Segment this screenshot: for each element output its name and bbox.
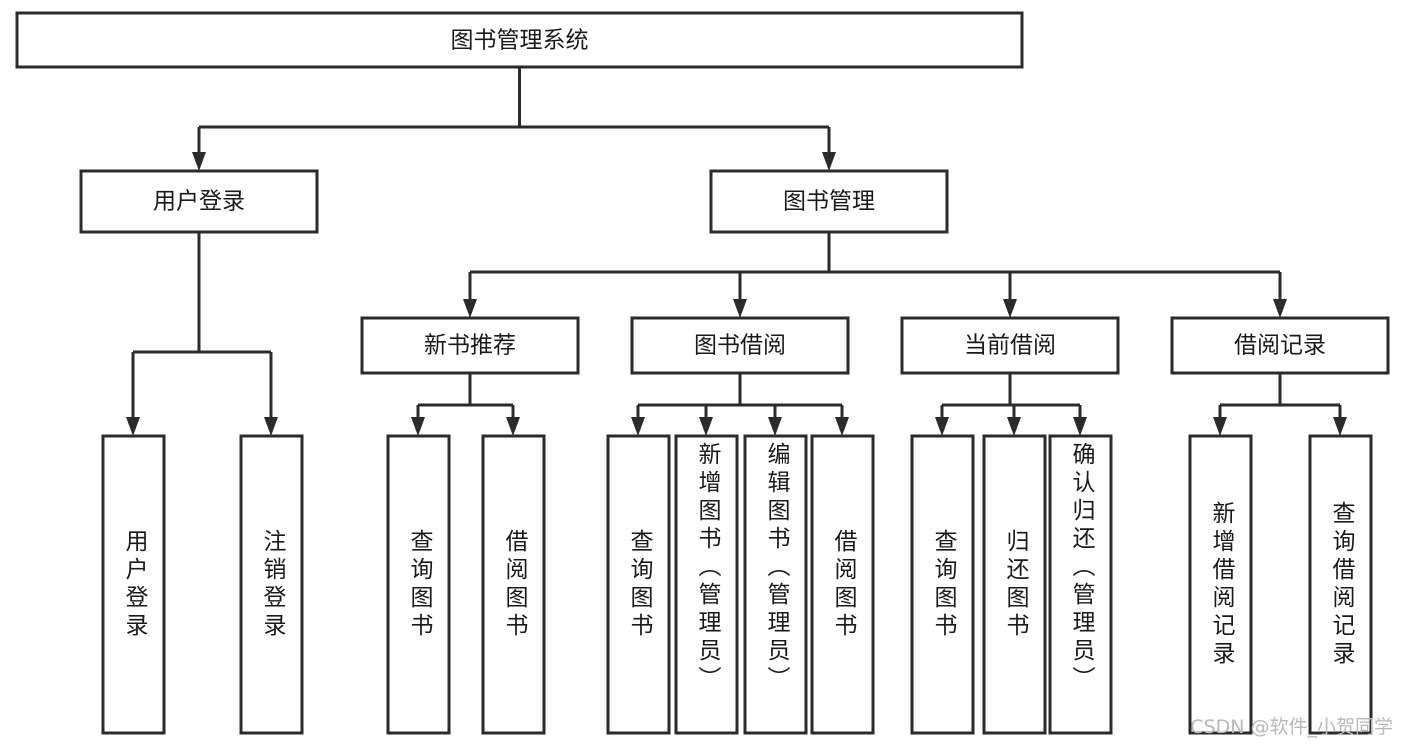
connector-group-new-book: [411, 373, 520, 436]
connector-group-user-login: [126, 232, 278, 436]
node-borrow-records[interactable]: 借阅记录: [1170, 316, 1390, 375]
arrowhead-user-right: [264, 417, 278, 436]
leaf-box-borrow-book[interactable]: [810, 434, 875, 735]
node-new-book[interactable]: 新书推荐: [360, 316, 580, 375]
node-root-label: 图书管理系统: [451, 28, 589, 54]
node-root-box[interactable]: [15, 11, 1024, 69]
arrowhead-newbook-l1: [411, 417, 425, 436]
node-book-borrow-box[interactable]: [630, 316, 850, 375]
arrowhead-borrow-l2: [699, 417, 713, 436]
arrowhead-book-c3: [1003, 299, 1017, 318]
node-new-book-label: 新书推荐: [424, 333, 516, 359]
leaf-box-borrow-book-new[interactable]: [481, 434, 546, 735]
csdn-watermark: CSDN @软件_小贺同学: [1190, 716, 1393, 738]
leaf-box-query-book-current[interactable]: [910, 434, 975, 735]
node-current-borrow[interactable]: 当前借阅: [900, 316, 1120, 375]
node-borrow-records-label: 借阅记录: [1234, 333, 1326, 359]
leaf-box-query-book-borrow[interactable]: [606, 434, 671, 735]
leaf-box-logout[interactable]: [239, 434, 304, 735]
leaf-box-add-record[interactable]: [1188, 434, 1253, 735]
leaf-box-confirm-return-admin[interactable]: [1048, 434, 1113, 735]
node-current-borrow-label: 当前借阅: [964, 333, 1056, 359]
connector-group-records: [1213, 373, 1347, 436]
arrowhead-records-l1: [1213, 417, 1227, 436]
leaf-boxes: [101, 434, 1373, 735]
leaf-box-edit-book-admin[interactable]: [743, 434, 808, 735]
arrowhead-book-c2: [733, 299, 747, 318]
arrowhead-current-l2: [1007, 417, 1021, 436]
node-book-borrow[interactable]: 图书借阅: [630, 316, 850, 375]
arrowhead-borrow-l3: [768, 417, 782, 436]
node-user-login[interactable]: 用户登录: [79, 169, 319, 234]
leaf-box-add-book-admin[interactable]: [674, 434, 739, 735]
arrowhead-root-to-book: [822, 152, 836, 171]
node-root[interactable]: 图书管理系统: [15, 11, 1024, 69]
arrowhead-user-left: [126, 417, 140, 436]
node-new-book-box[interactable]: [360, 316, 580, 375]
node-book-borrow-label: 图书借阅: [694, 333, 786, 359]
arrowhead-newbook-l2: [506, 417, 520, 436]
connector-group-root: [192, 67, 836, 171]
arrowhead-records-l2: [1333, 417, 1347, 436]
arrowhead-current-l3: [1073, 417, 1087, 436]
node-book-manage-label: 图书管理: [783, 189, 875, 215]
arrowhead-current-l1: [935, 417, 949, 436]
connector-group-book-manage: [463, 232, 1287, 318]
arrowhead-book-c4: [1273, 299, 1287, 318]
leaf-box-user-login[interactable]: [101, 434, 166, 735]
arrowhead-borrow-l4: [835, 417, 849, 436]
node-book-manage[interactable]: 图书管理: [709, 169, 949, 234]
arrowhead-book-c1: [463, 299, 477, 318]
node-borrow-records-box[interactable]: [1170, 316, 1390, 375]
arrowhead-root-to-user: [192, 152, 206, 171]
arrowhead-borrow-l1: [631, 417, 645, 436]
node-book-manage-box[interactable]: [709, 169, 949, 234]
connector-group-current-borrow: [935, 373, 1087, 436]
leaf-box-query-record[interactable]: [1308, 434, 1373, 735]
node-current-borrow-box[interactable]: [900, 316, 1120, 375]
leaf-box-return-book[interactable]: [982, 434, 1047, 735]
connector-group-borrow: [631, 373, 849, 436]
leaf-box-query-book-new[interactable]: [386, 434, 451, 735]
node-user-login-box[interactable]: [79, 169, 319, 234]
node-user-login-label: 用户登录: [153, 189, 245, 215]
